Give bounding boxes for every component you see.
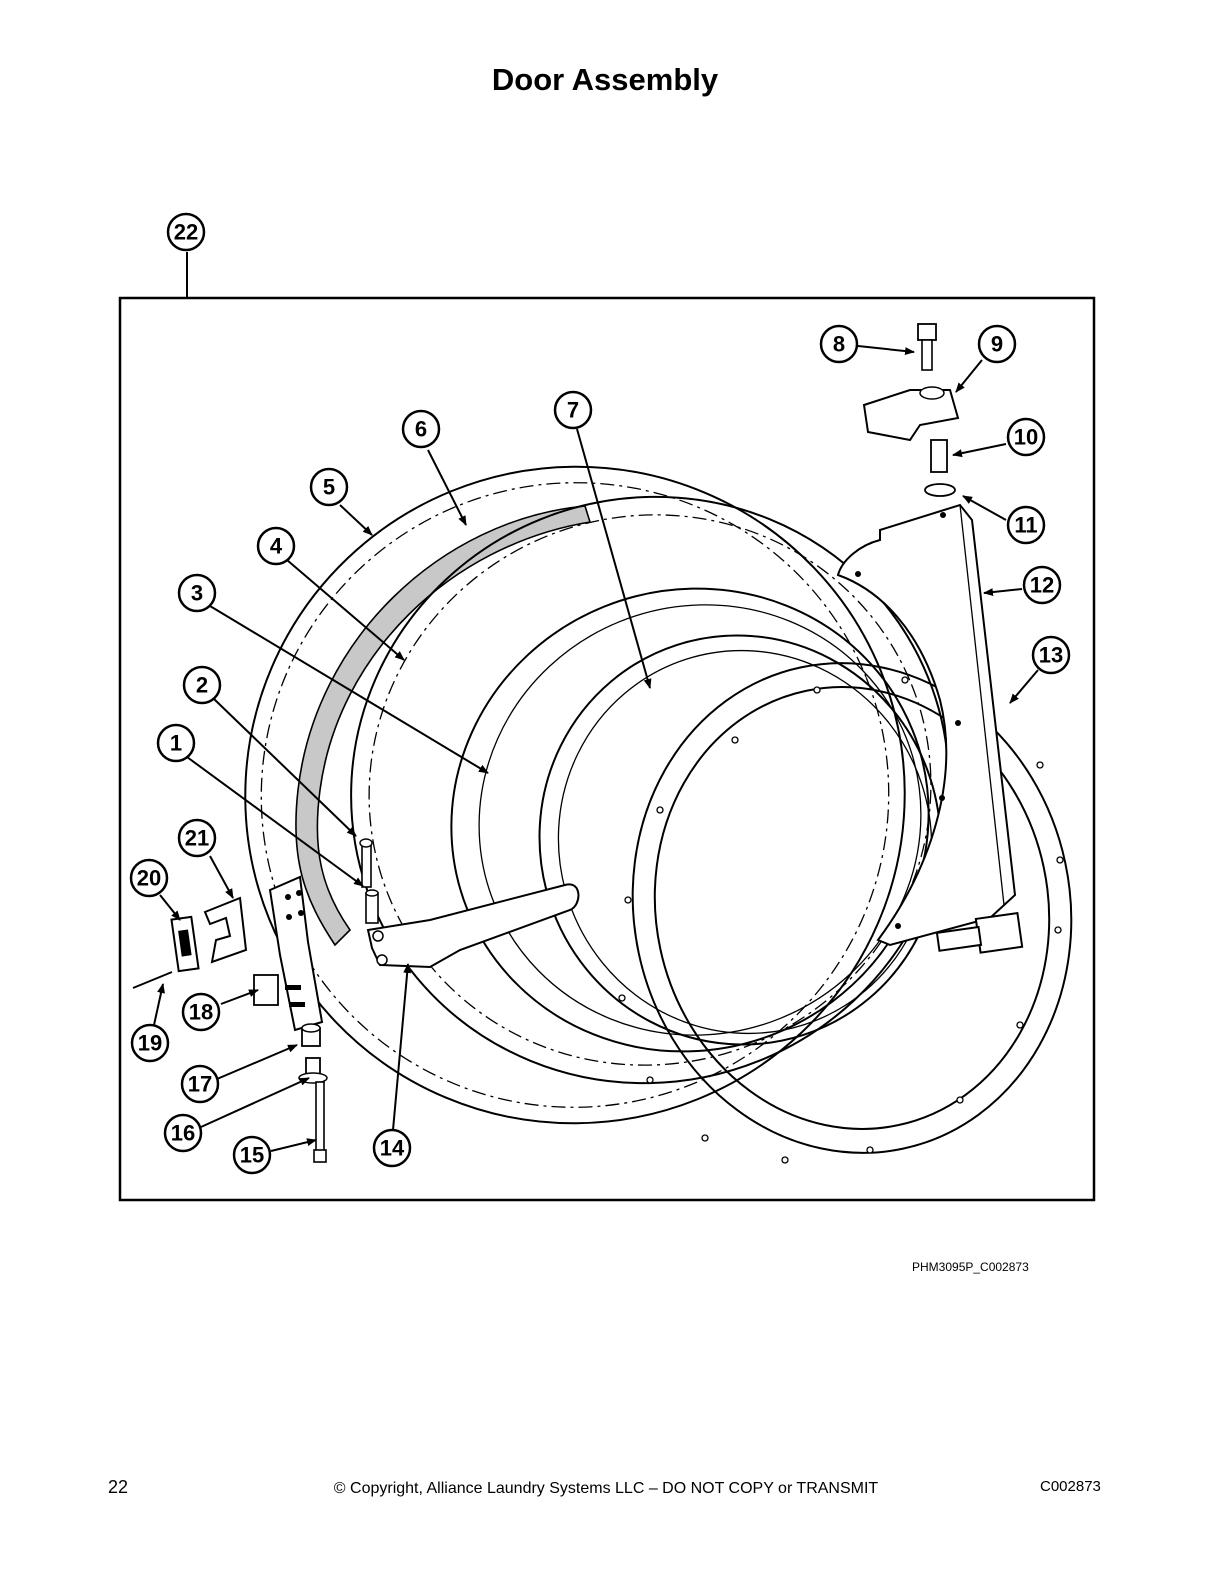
hinge-pin	[315, 1081, 325, 1153]
hinge-bracket	[836, 503, 1017, 947]
svg-text:12: 12	[1030, 573, 1054, 598]
glass-ring	[631, 662, 1073, 1154]
callout-20: 20	[129, 858, 169, 898]
svg-text:3: 3	[191, 581, 203, 606]
callout-15: 15	[232, 1135, 272, 1175]
callout-22: 22	[166, 212, 206, 252]
svg-text:4: 4	[270, 534, 283, 559]
washer-11	[924, 483, 956, 497]
callout-17: 17	[180, 1064, 220, 1104]
copyright-notice: © Copyright, Alliance Laundry Systems LL…	[333, 1480, 879, 1497]
svg-text:14: 14	[380, 1136, 405, 1161]
callout-12: 12	[1022, 565, 1062, 605]
callout-7: 7	[553, 390, 593, 430]
figure-code: PHM3095P_C002873	[912, 1260, 1029, 1274]
callout-6: 6	[401, 409, 441, 449]
screw-1	[365, 892, 379, 924]
callout-14: 14	[372, 1128, 412, 1168]
callout-2: 2	[182, 665, 222, 705]
callout-18: 18	[181, 992, 221, 1032]
svg-text:16: 16	[171, 1121, 195, 1146]
svg-text:2: 2	[196, 673, 208, 698]
diagram-frame	[118, 296, 1096, 1202]
callout-16: 16	[163, 1113, 203, 1153]
door-handle	[366, 883, 580, 969]
svg-text:6: 6	[415, 417, 427, 442]
door-outer-ring	[244, 465, 906, 1125]
rivet-19	[132, 971, 173, 989]
svg-text:10: 10	[1014, 425, 1038, 450]
svg-text:11: 11	[1014, 513, 1037, 538]
callout-11: 11	[1006, 505, 1046, 545]
callout-19: 19	[130, 1023, 170, 1063]
door-gasket	[295, 505, 592, 947]
hinge-left	[268, 875, 324, 1032]
svg-text:19: 19	[138, 1031, 162, 1056]
bracket-9	[862, 389, 960, 442]
callout-9: 9	[977, 324, 1017, 364]
callout-8: 8	[819, 324, 859, 364]
callout-4: 4	[256, 526, 296, 566]
page-title: Door Assembly	[491, 62, 719, 97]
svg-text:18: 18	[189, 1000, 213, 1025]
screw-8	[917, 323, 937, 341]
ring-holes	[618, 676, 1064, 1164]
svg-text:7: 7	[567, 398, 579, 423]
bushing-10	[930, 439, 948, 473]
svg-text:1: 1	[170, 731, 182, 756]
callout-1: 1	[156, 723, 196, 763]
callout-21: 21	[177, 818, 217, 858]
svg-text:17: 17	[188, 1072, 212, 1097]
svg-text:8: 8	[833, 332, 845, 357]
svg-text:13: 13	[1039, 643, 1063, 668]
door-parts-drawing	[132, 323, 1073, 1164]
callout-10: 10	[1006, 417, 1046, 457]
svg-text:22: 22	[174, 220, 198, 245]
svg-text:15: 15	[240, 1143, 264, 1168]
document-code: C002873	[1040, 1478, 1101, 1495]
callout-13: 13	[1031, 635, 1071, 675]
svg-text:21: 21	[185, 826, 209, 851]
leader-lines	[153, 345, 1039, 1152]
screw-2	[361, 844, 372, 888]
svg-text:9: 9	[991, 332, 1003, 357]
bracket-21	[203, 896, 248, 964]
svg-text:5: 5	[323, 475, 335, 500]
latch-block	[974, 911, 1024, 954]
callout-5: 5	[309, 467, 349, 507]
svg-text:20: 20	[137, 866, 161, 891]
callout-3: 3	[177, 573, 217, 613]
page-number: 22	[108, 1477, 129, 1497]
